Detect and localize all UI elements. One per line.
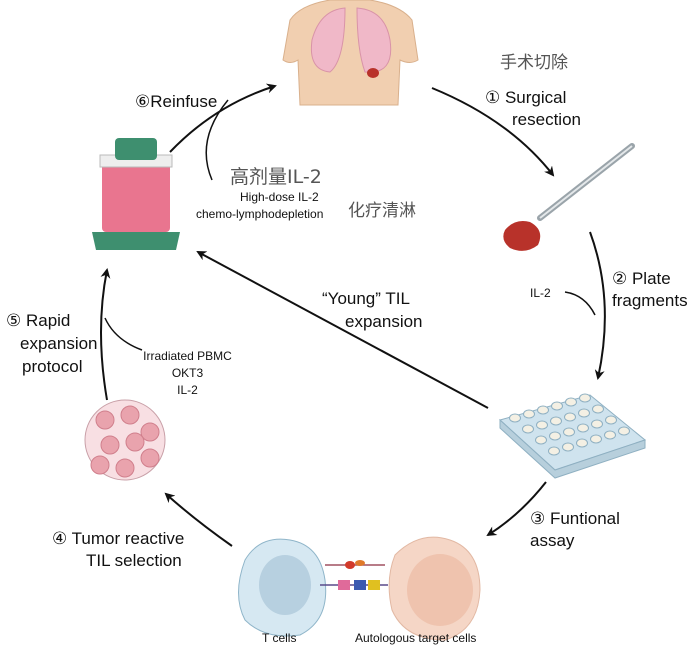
plate-well [592, 404, 604, 414]
arrow-resection [431, 87, 555, 177]
plate-well [565, 397, 577, 407]
t-cell-illustration [238, 538, 327, 637]
young-til-line1: “Young” TIL [322, 289, 410, 308]
t-cells-label: T cells [262, 631, 297, 645]
curve-rep-reagents [104, 317, 143, 351]
expanded-til-cells-illustration [84, 399, 166, 481]
reagent-il2: IL-2 [177, 383, 198, 397]
plate-well [579, 393, 591, 403]
infusion-flask-illustration [92, 138, 180, 250]
step5-reagents: Irradiated PBMC OKT3 IL-2 [140, 348, 235, 399]
process-arrows [100, 83, 606, 547]
plate-well [536, 420, 548, 430]
plate-well [591, 419, 603, 429]
til-cell [140, 422, 160, 442]
plate-well [618, 426, 630, 436]
step6-chinese-label2: 化疗清淋 [348, 201, 416, 221]
reagent-okt3: OKT3 [171, 366, 204, 380]
culture-plate-illustration [498, 393, 647, 479]
tumor-icon [367, 68, 379, 78]
scalpel-tumor-illustration [503, 143, 635, 251]
plate-well [604, 430, 616, 440]
plate-well [564, 412, 576, 422]
plate-well [550, 416, 562, 426]
arrow-rapid-expansion [100, 268, 111, 401]
curve-lymphodepletion [205, 99, 229, 181]
step1-chinese-label: 手术切除 [500, 53, 568, 73]
plate-well [605, 415, 617, 425]
arrow-young-til [196, 251, 489, 409]
step2-label-line1: ② Plate [612, 269, 671, 288]
step2-label-line2: fragments [612, 291, 688, 310]
step6-chinese-label: 高剂量IL-2 [230, 166, 322, 188]
step4-label-line1: ④ Tumor reactive [52, 529, 185, 548]
plate-well [522, 424, 534, 434]
til-cell [100, 435, 120, 455]
curve-il2 [564, 291, 596, 316]
step6-line2: chemo-lymphodepletion [196, 207, 324, 221]
til-cell-group [90, 405, 160, 478]
step6-line1: High-dose IL-2 [240, 190, 319, 204]
plate-well [537, 405, 549, 415]
til-cell [140, 448, 160, 468]
til-cell [125, 432, 145, 452]
patient-torso-illustration [282, 0, 419, 106]
plate-well [535, 435, 547, 445]
arrow-selection [164, 492, 233, 547]
input-curves [104, 99, 596, 351]
step1-label-line2: resection [512, 110, 581, 129]
plate-well [548, 446, 560, 456]
step5-label-line1: ⑤ Rapid [6, 311, 71, 330]
arrow-assay [486, 481, 547, 537]
arrow-plate [589, 231, 606, 380]
target-cell-illustration [388, 536, 481, 641]
step2-reagent: IL-2 [530, 286, 551, 300]
plate-well [562, 442, 574, 452]
plate-well [523, 409, 535, 419]
plate-well [551, 401, 563, 411]
reagent-pbmc: Irradiated PBMC [143, 349, 232, 363]
step1-label-line1: ① Surgical [485, 88, 567, 107]
step3-label-line1: ③ Funtional [530, 509, 620, 528]
step5-label-line2: expansion [20, 334, 98, 353]
target-cells-label: Autologous target cells [355, 631, 477, 645]
young-til-line2: expansion [345, 312, 423, 331]
til-cell [95, 410, 115, 430]
til-cell [115, 458, 135, 478]
step4-label-line2: TIL selection [86, 551, 182, 570]
step5-label-line3: protocol [22, 357, 83, 376]
plate-well [549, 431, 561, 441]
plate-well [576, 438, 588, 448]
receptor-interaction-icon [320, 560, 388, 590]
plate-well [577, 423, 589, 433]
plate-wells [509, 393, 630, 456]
til-cell [90, 455, 110, 475]
step6-label: ⑥Reinfuse [135, 92, 218, 111]
til-cell [120, 405, 140, 425]
plate-well [509, 413, 521, 423]
plate-well [590, 434, 602, 444]
plate-well [578, 408, 590, 418]
plate-well [563, 427, 575, 437]
step3-label-line2: assay [530, 531, 575, 550]
